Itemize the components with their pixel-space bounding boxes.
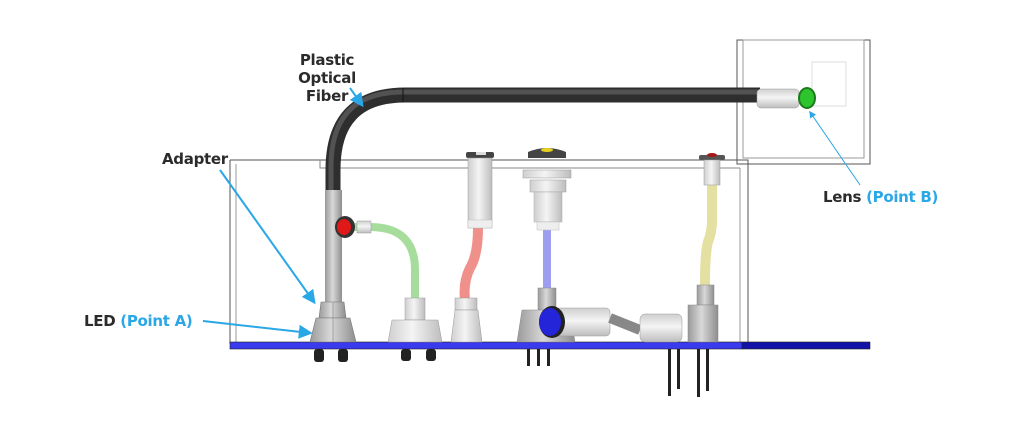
adapter	[309, 301, 357, 343]
label-line: Plastic	[299, 51, 355, 69]
label-point-b: (Point B)	[866, 188, 939, 206]
light-pipe-blue	[522, 148, 572, 288]
label-led-text: LED	[84, 312, 116, 330]
label-lens-text: Lens	[823, 188, 862, 206]
label-led-point-a: LED (Point A)	[84, 312, 193, 330]
label-line: Optical	[298, 69, 356, 87]
callout-arrows	[202, 87, 861, 339]
lens-point-b	[756, 87, 816, 109]
right-angle-led	[516, 287, 611, 343]
fiber-arrow	[349, 87, 364, 108]
led-arrow	[202, 320, 313, 339]
yellow-lens-icon	[541, 148, 553, 152]
label-plastic-optical-fiber: Plastic Optical Fiber	[282, 51, 372, 105]
label-line: Fiber	[305, 87, 349, 105]
pcb-board-extension	[741, 341, 871, 350]
label-point-a: (Point A)	[120, 312, 193, 330]
light-pipe-red	[450, 152, 494, 343]
light-pipe-yellow	[687, 153, 725, 343]
plastic-optical-fiber	[325, 87, 760, 302]
pcb-board	[229, 341, 743, 350]
adapter-arrow	[219, 169, 316, 305]
label-lens-point-b: Lens (Point B)	[823, 188, 938, 206]
label-adapter-text: Adapter	[162, 150, 228, 168]
label-adapter: Adapter	[162, 150, 228, 168]
red-indicator-lens-icon	[707, 153, 717, 157]
lens-arrow	[809, 110, 861, 186]
light-pipe-green	[335, 216, 443, 343]
pcb-pins	[314, 349, 709, 397]
angled-connector	[608, 313, 683, 343]
